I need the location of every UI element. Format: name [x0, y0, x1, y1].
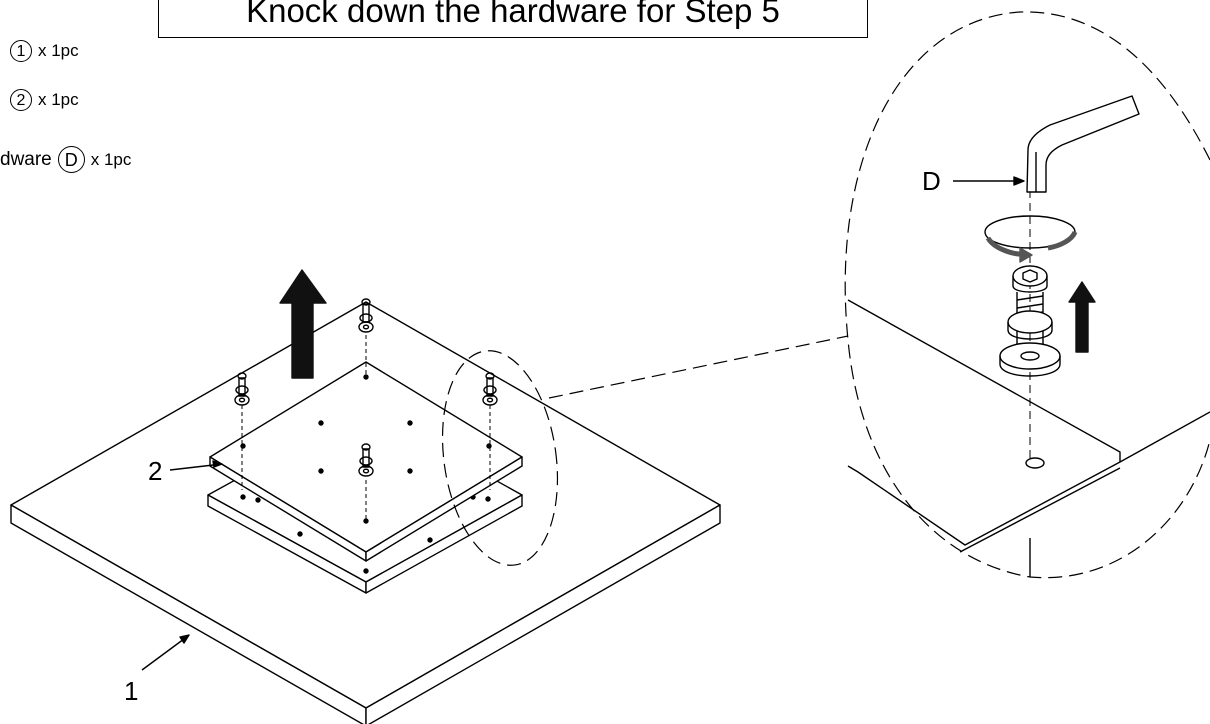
detail-board	[847, 299, 1210, 577]
part-id-badge: D	[57, 146, 85, 173]
part-qty: x 1pc	[38, 90, 79, 109]
hex-key-icon	[1026, 95, 1140, 193]
bolt-stack	[482, 372, 498, 406]
part-prefix: dware	[0, 148, 52, 170]
bolt-stack	[358, 443, 374, 477]
detail-bolt	[999, 265, 1061, 377]
detail-lift-arrow-icon	[1068, 281, 1096, 353]
detail-callout-outline	[441, 11, 1210, 579]
part-row-hardware: dware D x 1pc	[0, 146, 131, 173]
callout-top: 1	[124, 676, 139, 706]
bolt-axis-lines	[241, 335, 491, 522]
part-row-2: 2 x 1pc	[10, 89, 79, 111]
callout-tool: D	[922, 166, 941, 196]
part-id-badge: 1	[10, 40, 32, 62]
bolt-stack	[358, 298, 374, 333]
rotate-icon	[984, 215, 1078, 263]
leader-line-top	[141, 635, 189, 671]
bolt-stack	[234, 372, 250, 406]
part-qty: x 1pc	[90, 149, 132, 169]
part-row-1: 1 x 1pc	[10, 40, 79, 62]
callout-bracket: 2	[148, 456, 163, 486]
lift-arrow-icon	[279, 269, 327, 379]
step-title: Knock down the hardware for Step 5	[158, 0, 868, 38]
part-qty: x 1pc	[38, 41, 79, 60]
part-id-badge: 2	[10, 89, 32, 111]
